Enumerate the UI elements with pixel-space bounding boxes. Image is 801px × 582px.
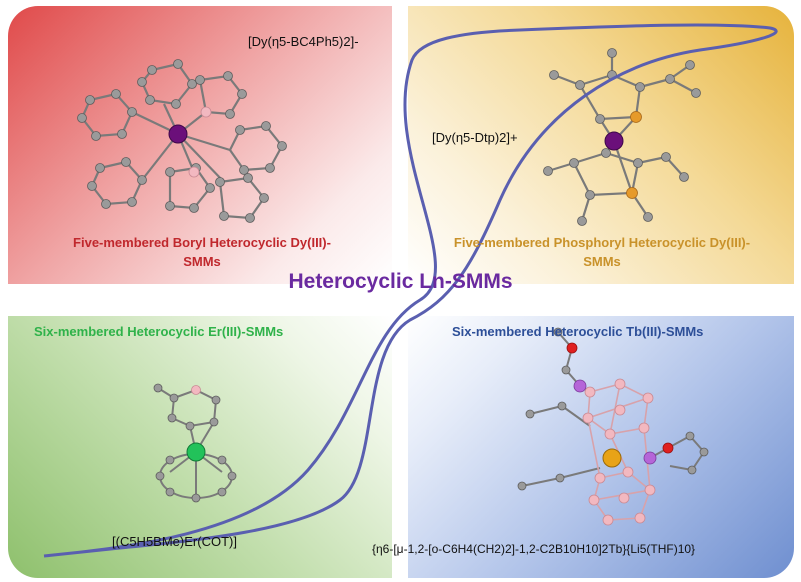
boryl-dy-formula: [Dy(η5-BC4Ph5)2]- xyxy=(248,34,359,49)
boryl-dy-caption: Five-membered Boryl Heterocyclic Dy(III)… xyxy=(20,233,384,271)
phosphoryl-dy-molecule xyxy=(543,48,701,226)
phosphoryl-dy-caption-line2: SMMs xyxy=(583,254,621,269)
er-caption: Six-membered Heterocyclic Er(III)-SMMs xyxy=(34,324,284,339)
er-formula: [(C5H5BMe)Er(COT)] xyxy=(112,534,237,549)
boryl-dy-molecule xyxy=(77,59,287,223)
phosphoryl-dy-quadrant xyxy=(408,6,794,284)
tb-quadrant xyxy=(408,316,794,578)
tb-caption: Six-membered Heterocyclic Tb(III)-SMMs xyxy=(452,324,704,339)
phosphoryl-dy-formula: [Dy(η5-Dtp)2]+ xyxy=(432,130,518,145)
phosphoryl-dy-caption: Five-membered Phosphoryl Heterocyclic Dy… xyxy=(412,233,792,271)
boryl-dy-caption-line1: Five-membered Boryl Heterocyclic Dy(III)… xyxy=(73,235,331,250)
tb-formula: {η6-[μ-1,2-[o-C6H4(CH2)2]-1,2-C2B10H10]2… xyxy=(372,542,696,556)
boryl-dy-caption-line2: SMMs xyxy=(183,254,221,269)
main-title: Heterocyclic Ln-SMMs xyxy=(288,270,513,293)
boryl-dy-quadrant xyxy=(8,6,392,284)
phosphoryl-dy-caption-line1: Five-membered Phosphoryl Heterocyclic Dy… xyxy=(453,235,751,250)
tb-molecule xyxy=(517,327,709,526)
er-molecule xyxy=(153,383,237,503)
